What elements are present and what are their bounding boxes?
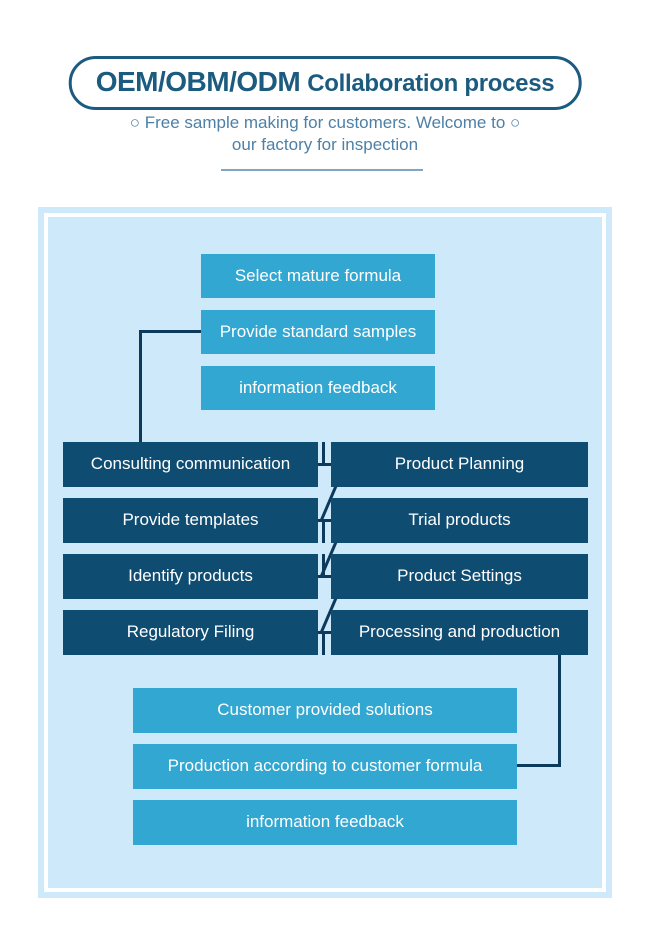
top-node-provide-standard-samples: Provide standard samples <box>201 310 435 354</box>
title-pill: OEM/OBM/ODM Collaboration process <box>68 56 582 110</box>
connector-row4-stub <box>322 631 325 655</box>
connector-row1-stub <box>322 442 325 466</box>
subtitle-underline <box>221 169 423 171</box>
top-node-information-feedback: information feedback <box>201 366 435 410</box>
right-node-product-planning: Product Planning <box>331 442 588 487</box>
connector-row2-stub <box>322 519 325 543</box>
connector-top-elbow-vertical <box>139 330 142 442</box>
top-node-select-mature-formula: Select mature formula <box>201 254 435 298</box>
connector-right-elbow-vertical <box>558 655 561 767</box>
bottom-node-production-customer-formula: Production according to customer formula <box>133 744 517 789</box>
subtitle: ○ Free sample making for customers. Welc… <box>0 112 650 157</box>
bottom-node-customer-provided-solutions: Customer provided solutions <box>133 688 517 733</box>
bottom-node-information-feedback: information feedback <box>133 800 517 845</box>
right-node-processing-and-production: Processing and production <box>331 610 588 655</box>
title-rest: Collaboration process <box>307 70 555 97</box>
left-node-regulatory-filing: Regulatory Filing <box>63 610 318 655</box>
title-brand: OEM/OBM/ODM <box>95 66 301 97</box>
left-node-provide-templates: Provide templates <box>63 498 318 543</box>
left-node-identify-products: Identify products <box>63 554 318 599</box>
connector-row3-stub <box>322 554 325 578</box>
panel-inner-border <box>44 213 606 892</box>
connector-right-elbow-horizontal <box>517 764 561 767</box>
connector-top-elbow-horizontal <box>139 330 201 333</box>
subtitle-line-2: our factory for inspection <box>231 135 419 155</box>
right-node-trial-products: Trial products <box>331 498 588 543</box>
right-node-product-settings: Product Settings <box>331 554 588 599</box>
left-node-consulting-communication: Consulting communication <box>63 442 318 487</box>
subtitle-line-1: ○ Free sample making for customers. Welc… <box>129 113 521 132</box>
